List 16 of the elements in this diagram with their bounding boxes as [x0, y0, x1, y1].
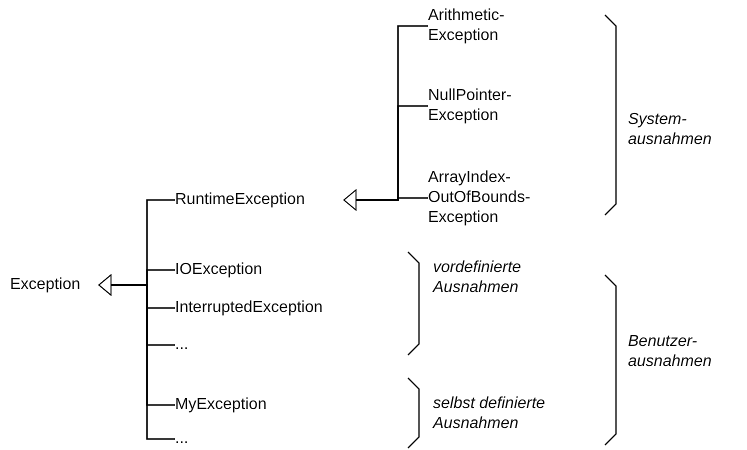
class-name: MyException: [175, 395, 325, 415]
inheritance-arrow: [344, 190, 428, 210]
class-name: Exception: [10, 275, 111, 295]
class-name: Arithmetic- Exception: [428, 6, 538, 46]
class-name: ...: [175, 335, 215, 355]
group-label: vordefinierte Ausnahmen: [433, 258, 522, 298]
class-name: NullPointer- Exception: [428, 86, 538, 126]
class-name: InterruptedException: [175, 298, 365, 318]
group-label: selbst definierte Ausnahmen: [433, 394, 546, 434]
class-name: ...: [175, 429, 215, 449]
class-name: IOException: [175, 260, 325, 280]
class-name: ArrayIndex- OutOfBounds- Exception: [428, 168, 558, 228]
group-label: Benutzer- ausnahmen: [628, 332, 713, 372]
group-label: System- ausnahmen: [628, 110, 713, 150]
inheritance-arrow: [98, 274, 175, 440]
class-name: RuntimeException: [175, 190, 356, 210]
